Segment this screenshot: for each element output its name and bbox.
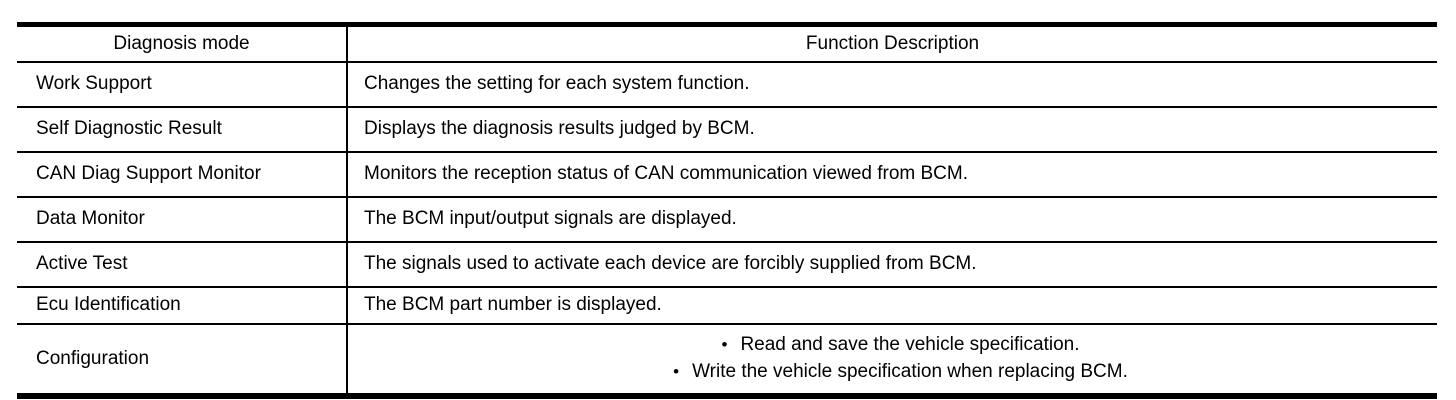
mode-cell: Self Diagnostic Result (17, 108, 348, 151)
diagnosis-mode-table: Diagnosis mode Function Description Work… (17, 22, 1437, 399)
table-row-ecu-identification: Ecu Identification The BCM part number i… (17, 288, 1437, 325)
table-row-active-test: Active Test The signals used to activate… (17, 243, 1437, 288)
mode-cell: Active Test (17, 243, 348, 286)
table-row-can-diag-support-monitor: CAN Diag Support Monitor Monitors the re… (17, 153, 1437, 198)
mode-cell: Configuration (17, 325, 348, 393)
table-row-work-support: Work Support Changes the setting for eac… (17, 63, 1437, 108)
description-cell: The BCM input/output signals are display… (364, 208, 737, 230)
table-row-self-diagnostic-result: Self Diagnostic Result Displays the diag… (17, 108, 1437, 153)
description-cell: • Read and save the vehicle specificatio… (348, 325, 1437, 393)
description-cell: Changes the setting for each system func… (364, 73, 750, 95)
bullet-item: • Write the vehicle specification when r… (673, 361, 1128, 384)
header-cell-function-description: Function Description (805, 32, 980, 54)
description-cell: Displays the diagnosis results judged by… (364, 118, 755, 140)
description-cell: The signals used to activate each device… (364, 253, 977, 275)
mode-cell: CAN Diag Support Monitor (17, 153, 348, 196)
bullet-item: • Read and save the vehicle specificatio… (722, 334, 1080, 357)
table-header-row: Diagnosis mode Function Description (17, 27, 1437, 63)
description-cell: The BCM part number is displayed. (364, 294, 662, 316)
bullet-text: Write the vehicle specification when rep… (692, 361, 1128, 382)
header-cell-diagnosis-mode: Diagnosis mode (17, 27, 348, 61)
bullet-text: Read and save the vehicle specification. (740, 334, 1080, 356)
mode-cell: Data Monitor (17, 198, 348, 241)
bullet-icon: • (721, 335, 728, 355)
table-row-data-monitor: Data Monitor The BCM input/output signal… (17, 198, 1437, 243)
bullet-icon: • (673, 362, 680, 381)
mode-cell: Work Support (17, 63, 348, 106)
description-cell: Monitors the reception status of CAN com… (364, 163, 969, 185)
table-row-configuration: Configuration • Read and save the vehicl… (17, 325, 1437, 393)
mode-cell: Ecu Identification (17, 288, 348, 323)
